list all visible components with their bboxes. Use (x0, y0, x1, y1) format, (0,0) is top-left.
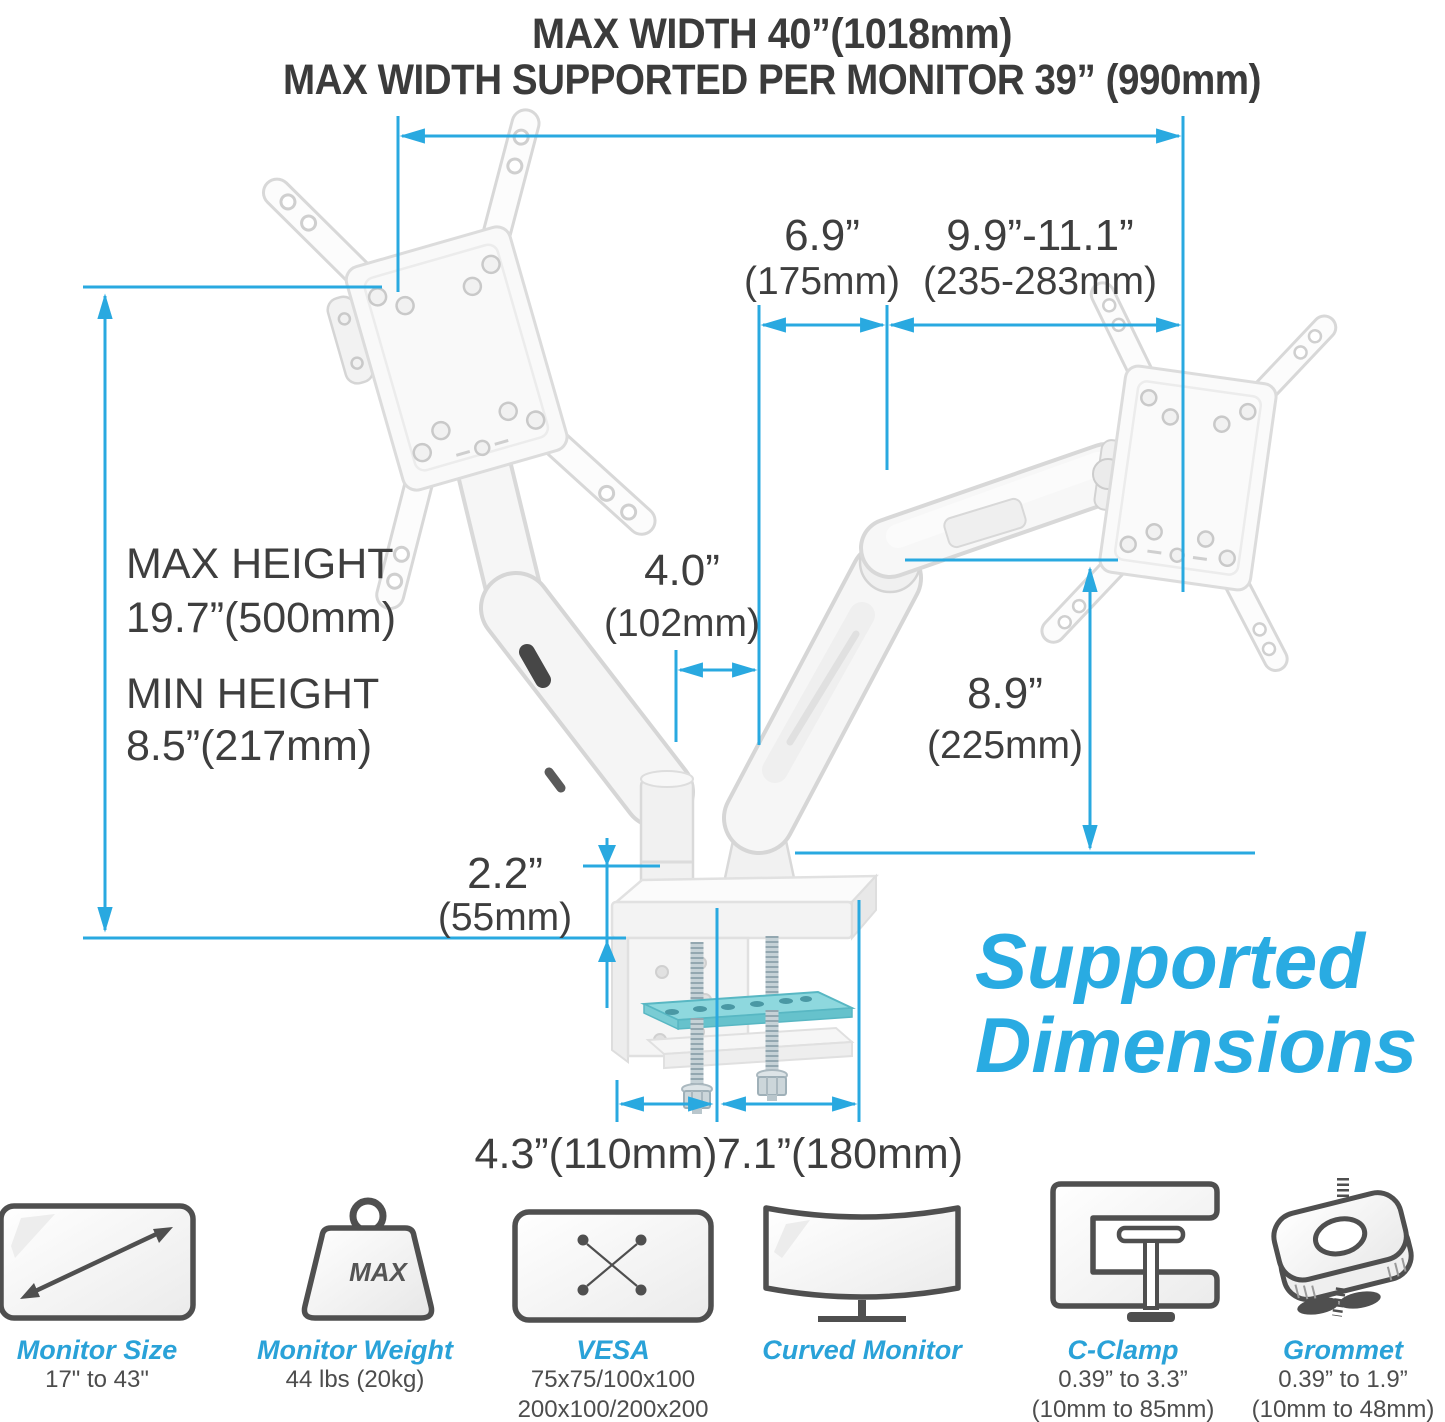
left-arm-pole (639, 770, 695, 908)
caption-line2: Dimensions (975, 1001, 1417, 1089)
dim-arm-gap-inch: 6.9” (784, 211, 860, 260)
curved-monitor-icon (760, 1192, 964, 1326)
spec-sub-c-clamp-2: (10mm to 85mm) (1031, 1396, 1215, 1422)
right-arm-upper-segment (859, 439, 1137, 579)
desk-clamp-base (610, 873, 879, 1114)
spec-label-c-clamp: C-Clamp (1067, 1335, 1179, 1365)
spec-sub-vesa-2: 200x100/200x200 (517, 1396, 709, 1422)
spec-label-grommet: Grommet (1282, 1335, 1404, 1365)
vesa-extension-holes (1057, 298, 1323, 657)
spec-sub-grommet-1: 0.39” to 1.9” (1278, 1366, 1408, 1394)
dim-max-height-value: 19.7”(500mm) (126, 594, 396, 642)
spec-label-monitor-weight: Monitor Weight (257, 1335, 453, 1365)
dim-pole-gap-mm: (102mm) (604, 602, 760, 645)
spec-c-clamp: C-Clamp 0.39” to 3.3” (10mm to 85mm) (1003, 1181, 1243, 1422)
left-arm-lower-segment (479, 571, 695, 829)
dim-min-height-value: 8.5”(217mm) (126, 722, 372, 770)
spec-label-curved-monitor: Curved Monitor (762, 1335, 962, 1365)
clamp-bottom-jaw-front (663, 1040, 853, 1070)
weight-max-text: MAX (349, 1257, 408, 1287)
grommet-icon (1238, 1178, 1445, 1326)
dim-base-front: 4.3”(110mm) (475, 1130, 718, 1178)
diagram-canvas: MAX WIDTH 40”(1018mm) MAX WIDTH SUPPORTE… (83, 10, 1417, 1178)
dim-reach-mm: (235-283mm) (923, 260, 1157, 303)
clamp-bolts-upper (690, 936, 779, 1006)
dim-min-height-label: MIN HEIGHT (126, 670, 379, 718)
spec-label-monitor-size: Monitor Size (16, 1335, 178, 1365)
header-line2: MAX WIDTH SUPPORTED PER MONITOR 39” (990… (283, 56, 1261, 104)
dim-reach-inch: 9.9”-11.1” (946, 211, 1134, 260)
header-line1: MAX WIDTH 40”(1018mm) (532, 10, 1012, 58)
dim-arm-gap-mm: (175mm) (744, 260, 900, 303)
spec-grommet: Grommet 0.39” to 1.9” (10mm to 48mm) (1223, 1178, 1445, 1422)
dim-clamp-mm: (55mm) (438, 896, 572, 939)
right-arm-lower-segment (722, 541, 923, 855)
spec-sub-monitor-weight-1: 44 lbs (20kg) (285, 1366, 425, 1394)
dim-clamp-inch: 2.2” (467, 849, 543, 898)
monitor-weight-icon: MAX (270, 1192, 440, 1326)
vesa-screws (337, 254, 546, 463)
spec-vesa: VESA 75x75/100x100 200x100/200x200 (493, 1192, 733, 1422)
spec-sub-vesa-1: 75x75/100x100 (530, 1366, 696, 1394)
vesa-icon (511, 1192, 715, 1326)
clamp-bolt-right (756, 1010, 788, 1101)
vesa-screws (1119, 389, 1257, 567)
dim-riser-mm: (225mm) (927, 724, 1083, 767)
spec-sub-grommet-2: (10mm to 48mm) (1251, 1396, 1435, 1422)
dual-monitor-arm-illustration (261, 108, 1338, 1114)
spec-sub-c-clamp-1: 0.39” to 3.3” (1058, 1366, 1188, 1394)
spec-monitor-weight: MAX Monitor Weight 44 lbs (20kg) (235, 1192, 475, 1394)
dimension-lines (83, 116, 1255, 1122)
dim-riser-inch: 8.9” (967, 669, 1043, 718)
monitor-size-icon (0, 1192, 197, 1326)
dim-max-height-label: MAX HEIGHT (126, 540, 394, 588)
spec-label-vesa: VESA (576, 1335, 650, 1365)
right-vesa-plate (1040, 281, 1338, 672)
left-vesa-plate (261, 108, 657, 610)
spec-curved-monitor: Curved Monitor (742, 1192, 982, 1364)
spec-monitor-size: Monitor Size 17" to 43" (0, 1192, 217, 1394)
c-clamp-icon (1023, 1181, 1223, 1326)
vesa-extension-holes (279, 128, 638, 590)
dim-base-back: 7.1”(180mm) (717, 1130, 963, 1178)
dim-pole-gap-inch: 4.0” (644, 546, 720, 595)
caption-line1: Supported (975, 917, 1366, 1005)
clamp-teal-plate (640, 990, 856, 1031)
spec-sub-monitor-size-1: 17" to 43" (45, 1366, 149, 1394)
